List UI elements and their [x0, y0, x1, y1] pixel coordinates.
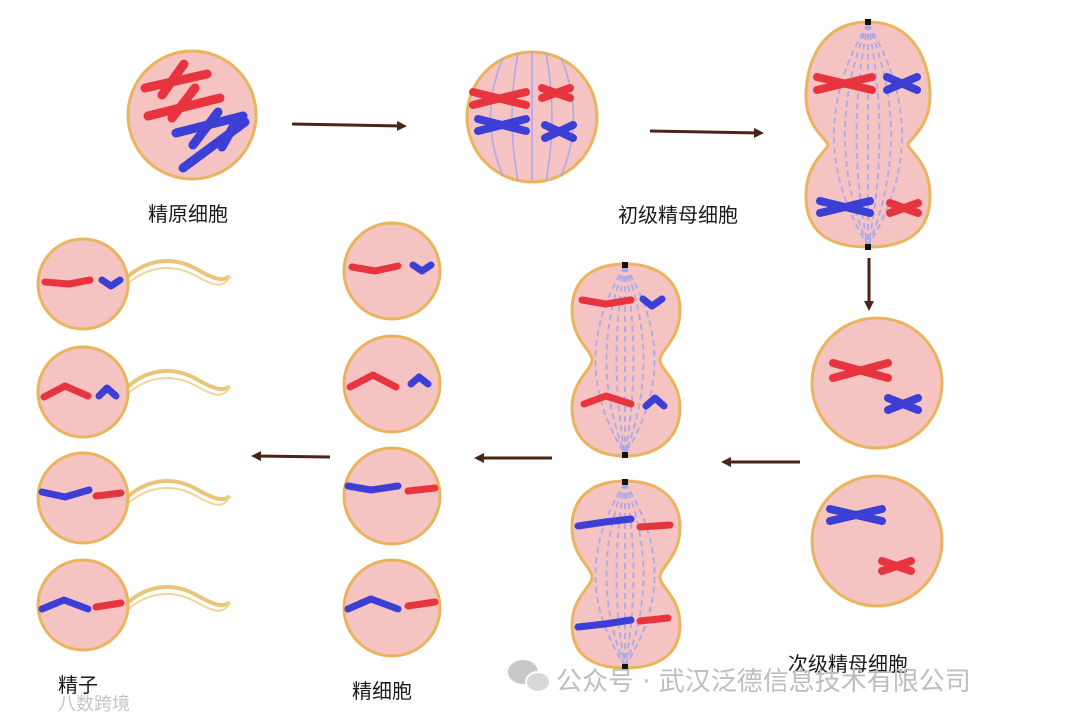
- spermatid-cell: [342, 221, 442, 321]
- arrow-left-icon: [251, 451, 331, 462]
- secondary-spermatocyte-label: 次级精母细胞: [788, 652, 908, 676]
- spermatid-cell: [342, 334, 442, 434]
- sperm-cell: [36, 237, 232, 331]
- sperm-label: 精子: [58, 673, 98, 697]
- arrow-right-icon: [291, 120, 407, 131]
- sperm-cell: [36, 345, 232, 439]
- wechat-icon: [508, 660, 551, 693]
- secondary-spermatocyte-anaphase-cell: [570, 262, 682, 458]
- arrow-right-icon: [649, 127, 764, 138]
- primary-spermatocyte-metaphase-cell: [465, 50, 599, 184]
- watermark-text: 公众号 · 武汉泛德信息技术有限公司: [556, 667, 971, 697]
- primary-spermatocyte-anaphase-cell: [804, 19, 932, 250]
- primary-spermatocyte-label: 初级精母细胞: [618, 203, 738, 227]
- spermatogonium-label: 精原细胞: [148, 202, 228, 226]
- secondary-spermatocyte-cell: [810, 316, 944, 450]
- secondary-spermatocyte-anaphase-cell: [570, 479, 682, 670]
- secondary-spermatocyte-cell: [810, 474, 944, 608]
- corner-watermark: 八数跨境: [58, 694, 130, 715]
- spermatid-label: 精细胞: [352, 679, 412, 703]
- sperm-cell: [36, 451, 232, 545]
- spermatogonium-cell: [126, 49, 258, 181]
- spermatid-cell: [342, 446, 442, 546]
- sperm-cell: [36, 558, 232, 652]
- spermatid-cell: [342, 558, 442, 658]
